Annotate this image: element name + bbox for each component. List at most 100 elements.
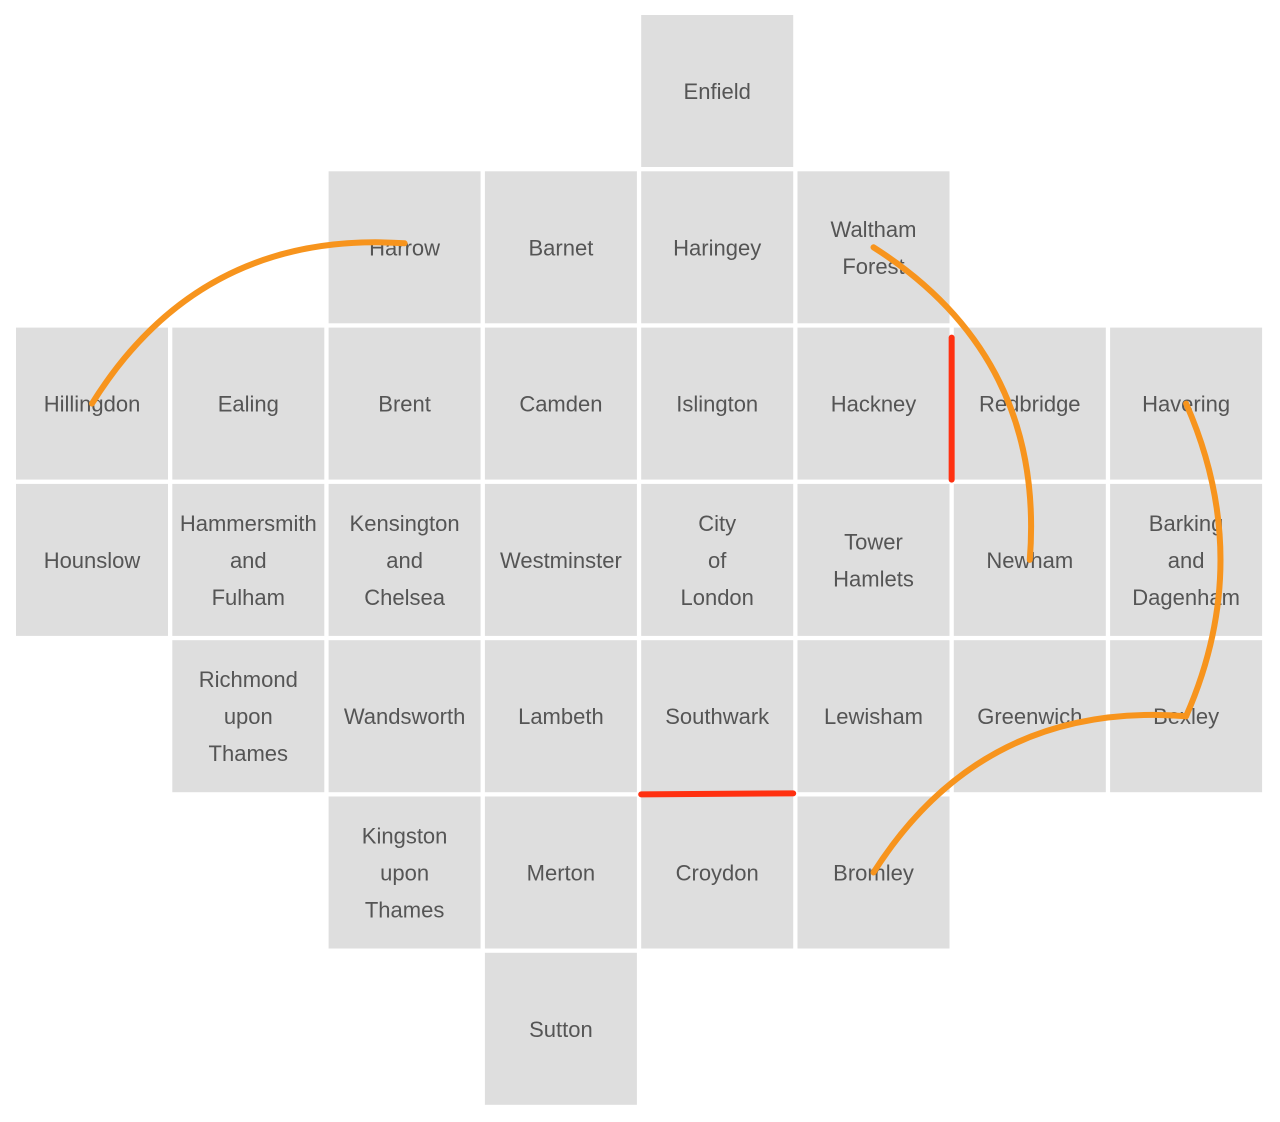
tile-label: Lambeth xyxy=(518,704,604,729)
tile-background xyxy=(641,640,794,793)
tile-background xyxy=(797,327,950,480)
tile-background xyxy=(172,483,325,636)
tile-background xyxy=(641,15,794,167)
tile-background xyxy=(172,327,325,480)
tile-label: Chelsea xyxy=(364,585,445,610)
tile-background xyxy=(328,640,481,793)
flow-havering-to-bexley xyxy=(1183,400,1224,720)
tile-label: Camden xyxy=(519,392,602,417)
tile-label: Barking xyxy=(1149,511,1224,536)
tile-label: Harrow xyxy=(369,235,440,260)
tile-label: Westminster xyxy=(500,548,622,573)
tile-background xyxy=(797,640,950,793)
tile-haringey[interactable]: Haringey xyxy=(641,171,794,324)
tile-background xyxy=(953,640,1106,793)
tile-hillingdon[interactable]: Hillingdon xyxy=(16,327,168,480)
tile-label: Hammersmith xyxy=(180,511,317,536)
tile-background xyxy=(641,171,794,324)
tile-label: upon xyxy=(380,861,429,886)
tile-lewisham[interactable]: Lewisham xyxy=(797,640,950,793)
flow-hillingdon-to-harrow xyxy=(89,239,408,407)
tile-southwark[interactable]: Southwark xyxy=(641,640,794,793)
tile-label: Hackney xyxy=(831,392,917,417)
tile-background xyxy=(484,796,637,949)
tile-background xyxy=(484,327,637,480)
tile-label: Kensington xyxy=(350,511,460,536)
tile-background xyxy=(484,952,637,1105)
tile-greenwich[interactable]: Greenwich xyxy=(953,640,1106,793)
tile-label: Tower xyxy=(844,529,903,554)
tile-label: Kingston xyxy=(362,824,448,849)
tile-islington[interactable]: Islington xyxy=(641,327,794,480)
tile-ealing[interactable]: Ealing xyxy=(172,327,325,480)
tile-westminster[interactable]: Westminster xyxy=(484,483,637,636)
tile-hackney[interactable]: Hackney xyxy=(797,327,950,480)
tile-label: Redbridge xyxy=(979,392,1081,417)
flow-waltham-forest-to-newham xyxy=(870,244,1035,563)
tile-label: and xyxy=(1168,548,1205,573)
tile-label: Thames xyxy=(365,898,444,923)
tile-label: Croydon xyxy=(676,861,759,886)
tile-background xyxy=(328,327,481,480)
tile-background xyxy=(16,483,168,636)
tile-label: Waltham xyxy=(831,217,917,242)
tile-label: Wandsworth xyxy=(344,704,465,729)
tile-brent[interactable]: Brent xyxy=(328,327,481,480)
tile-background xyxy=(1110,483,1263,636)
tile-label: Forest xyxy=(842,254,904,279)
tile-label: Dagenham xyxy=(1132,585,1240,610)
tile-background xyxy=(484,640,637,793)
tile-sutton[interactable]: Sutton xyxy=(484,952,637,1105)
tile-wandsworth[interactable]: Wandsworth xyxy=(328,640,481,793)
tile-background xyxy=(328,796,481,949)
tile-label: Thames xyxy=(209,741,288,766)
tile-label: Hamlets xyxy=(833,566,914,591)
tile-label: upon xyxy=(224,704,273,729)
tile-label: Sutton xyxy=(529,1017,593,1042)
tile-label: and xyxy=(386,548,423,573)
tile-label: Hounslow xyxy=(44,548,141,573)
tile-label: Brent xyxy=(378,392,431,417)
tile-label: Lewisham xyxy=(824,704,923,729)
tile-label: Enfield xyxy=(684,79,751,104)
tile-label: Southwark xyxy=(665,704,770,729)
tile-enfield[interactable]: Enfield xyxy=(641,15,794,167)
tile-background xyxy=(172,640,325,793)
tile-merton[interactable]: Merton xyxy=(484,796,637,949)
tile-background xyxy=(641,796,794,949)
tile-background xyxy=(328,171,481,324)
tile-background xyxy=(484,483,637,636)
tile-croydon[interactable]: Croydon xyxy=(641,796,794,949)
tile-lambeth[interactable]: Lambeth xyxy=(484,640,637,793)
tile-camden[interactable]: Camden xyxy=(484,327,637,480)
tile-label: City xyxy=(698,511,736,536)
tile-label: Islington xyxy=(676,392,758,417)
tile-background xyxy=(953,327,1106,480)
tile-label: Barnet xyxy=(528,235,593,260)
tile-redbridge[interactable]: Redbridge xyxy=(953,327,1106,480)
tile-label: London xyxy=(680,585,753,610)
highlighted-border-southwark-croydon xyxy=(638,790,797,798)
tile-barnet[interactable]: Barnet xyxy=(484,171,637,324)
tile-harrow[interactable]: Harrow xyxy=(328,171,481,324)
tile-background xyxy=(641,327,794,480)
tile-hounslow[interactable]: Hounslow xyxy=(16,483,168,636)
tile-label: and xyxy=(230,548,267,573)
flow-bromley-to-bexley xyxy=(870,711,1190,876)
tile-background xyxy=(641,483,794,636)
tile-background xyxy=(797,483,950,636)
tile-label: Fulham xyxy=(212,585,285,610)
tile-background xyxy=(328,483,481,636)
tile-label: Merton xyxy=(527,861,595,886)
tile-background xyxy=(484,171,637,324)
tile-label: Richmond xyxy=(199,667,298,692)
tile-label: of xyxy=(708,548,727,573)
